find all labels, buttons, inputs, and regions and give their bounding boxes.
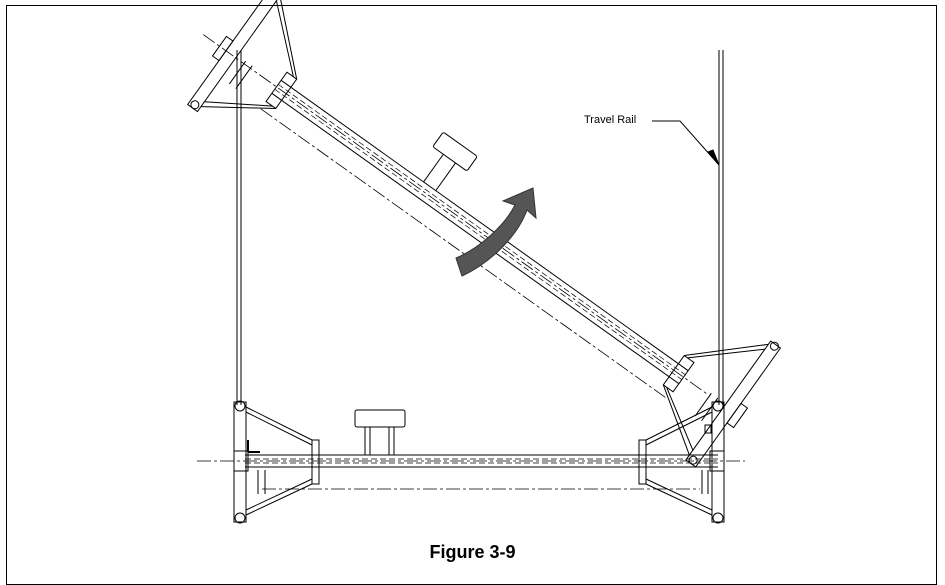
travel-rail-right [718,50,724,405]
travel-rail-left [236,50,242,405]
travel-rail-leader [652,120,720,166]
rotation-arrow [455,187,537,277]
left-end-frame [186,0,298,113]
level-beam-assembly [197,400,745,524]
travel-rail-label: Travel Rail [584,114,637,126]
right-end-frame [662,340,782,468]
rotated-beam-assembly [186,0,782,468]
figure-caption: Figure 3-9 [429,542,516,562]
bottom-left-end-frame [233,400,320,524]
bottom-right-end-frame [638,400,725,524]
